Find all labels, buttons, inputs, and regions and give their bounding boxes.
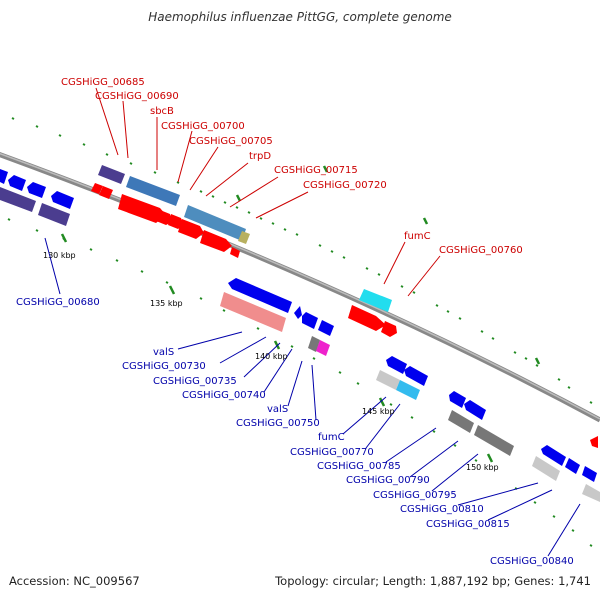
gene-arrow <box>228 278 292 313</box>
gene-label: CGSHiGG_00840 <box>490 556 574 567</box>
genome-summary: Topology: circular; Length: 1,887,192 bp… <box>275 574 591 588</box>
gene-label: CGSHiGG_00790 <box>346 475 430 486</box>
gene-label: CGSHiGG_00680 <box>16 297 100 308</box>
genome-backbone-highlight <box>0 152 600 420</box>
inner-tick-ring <box>7 218 593 547</box>
gene-arrow <box>168 214 184 229</box>
outer-tick-ring <box>11 117 593 404</box>
reverse-gene-labels: CGSHiGG_00680 valS CGSHiGG_00730 CGSHiGG… <box>16 297 574 567</box>
gene-arrow <box>318 320 334 336</box>
scale-label: 145 kbp <box>362 407 395 416</box>
gene-arrow <box>51 191 74 209</box>
gene-arrow <box>156 210 172 225</box>
gene-label: fumC <box>404 231 431 242</box>
gene-label: CGSHiGG_00785 <box>317 461 401 472</box>
gene-arrow <box>27 182 46 198</box>
reverse-genes <box>0 169 597 482</box>
gene-arrow <box>99 186 113 199</box>
gene-label: trpD <box>249 151 271 162</box>
gene-label: CGSHiGG_00760 <box>439 245 523 256</box>
gene-arrow <box>91 183 103 194</box>
gene-label: CGSHiGG_00750 <box>236 418 320 429</box>
gene-label: CGSHiGG_00810 <box>400 504 484 515</box>
gene-arrow <box>230 247 240 258</box>
scale-label: 150 kbp <box>466 463 499 472</box>
gene-label: CGSHiGG_00685 <box>61 77 145 88</box>
gene-label: valS <box>267 404 288 415</box>
gene-label: valS <box>153 347 174 358</box>
gene-label: CGSHiGG_00735 <box>153 376 237 387</box>
gene-arrow <box>464 400 486 420</box>
forward-cog-blocks <box>98 165 392 312</box>
scale-label: 135 kbp <box>150 299 183 308</box>
forward-leaders <box>95 87 441 297</box>
gene-arrow <box>381 321 397 337</box>
forward-genes <box>91 183 598 448</box>
accession-label: Accession: NC_009567 <box>9 574 140 588</box>
reverse-leaders <box>44 237 581 557</box>
gene-arrow <box>294 306 302 319</box>
gene-arrow <box>302 312 318 329</box>
gene-arrow <box>386 356 407 374</box>
gene-label: CGSHiGG_00730 <box>122 361 206 372</box>
gene-label: CGSHiGG_00740 <box>182 390 266 401</box>
gene-arrow <box>565 458 580 474</box>
gene-arrow <box>541 445 566 466</box>
gene-label: fumC <box>318 432 345 443</box>
scale-labels: 130 kbp 135 kbp 140 kbp 145 kbp 150 kbp <box>43 251 499 472</box>
gene-label: CGSHiGG_00700 <box>161 121 245 132</box>
gene-arrow <box>178 219 204 239</box>
gene-label: CGSHiGG_00815 <box>426 519 510 530</box>
gene-arrow <box>0 169 8 184</box>
major-ticks <box>60 165 541 463</box>
gene-label: CGSHiGG_00715 <box>274 165 358 176</box>
genome-backbone <box>0 152 600 423</box>
gene-label: CGSHiGG_00690 <box>95 91 179 102</box>
gene-arrow <box>348 305 386 331</box>
gene-arrow <box>200 230 232 252</box>
scale-label: 130 kbp <box>43 251 76 260</box>
gene-label: CGSHiGG_00795 <box>373 490 457 501</box>
gene-label: CGSHiGG_00720 <box>303 180 387 191</box>
gene-arrow <box>582 466 597 482</box>
gene-arrow <box>449 391 466 408</box>
gene-label: sbcB <box>150 106 174 117</box>
forward-gene-labels: CGSHiGG_00685 CGSHiGG_00690 sbcB CGSHiGG… <box>61 77 523 256</box>
gene-arrow <box>404 366 428 386</box>
gene-label: CGSHiGG_00705 <box>189 136 273 147</box>
gene-label: CGSHiGG_00770 <box>290 447 374 458</box>
gene-arrow <box>118 194 166 223</box>
reverse-cog-blocks <box>0 187 600 502</box>
scale-label: 140 kbp <box>255 352 288 361</box>
map-title: Haemophilus influenzae PittGG, complete … <box>148 10 452 24</box>
gene-arrow <box>8 175 26 191</box>
gene-arrow <box>590 436 598 448</box>
